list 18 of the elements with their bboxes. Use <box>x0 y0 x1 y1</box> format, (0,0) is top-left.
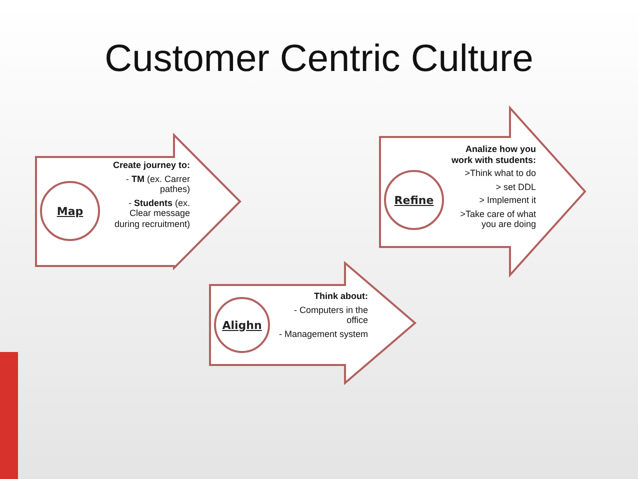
list-item: > Implement it <box>478 195 536 206</box>
slide-title: Customer Centric Culture <box>104 38 534 81</box>
heading-text: Create journey to: <box>112 160 190 170</box>
list-item: - Computers in the office <box>292 304 368 326</box>
step-label: Map <box>56 204 84 218</box>
heading-text: Analize how you work with students: <box>450 144 536 165</box>
list-item: >Take care of what you are doing <box>459 208 536 230</box>
step-label: Refine <box>394 194 434 206</box>
heading-text: Think about: <box>313 291 368 302</box>
list-item: > set DDL <box>494 182 536 192</box>
list-item: >Think what to do <box>464 168 536 178</box>
step-label: Alighn <box>222 318 262 332</box>
arrow-shape <box>210 263 415 383</box>
list-item: - Students (ex. Clear message during recruitment) <box>113 198 190 229</box>
arrow-shape <box>36 135 240 268</box>
arrow-shape <box>380 108 585 275</box>
list-item: - TM (ex. Carrer pathes) <box>124 174 190 194</box>
list-item: - Management system <box>278 328 368 339</box>
